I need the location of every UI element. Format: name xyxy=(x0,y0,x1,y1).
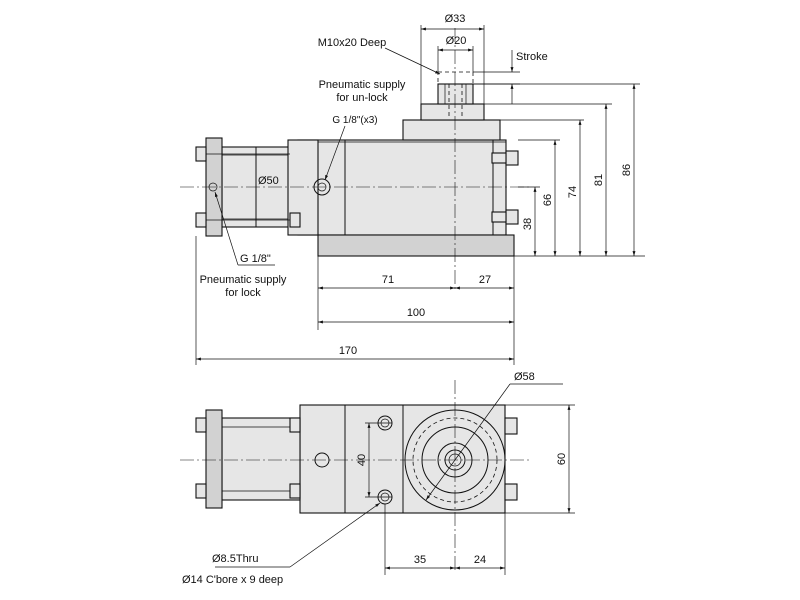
top-view xyxy=(180,380,530,570)
tie-rod-nut-right xyxy=(289,212,301,228)
top-nut-4 xyxy=(289,483,301,499)
main-body xyxy=(297,139,507,236)
dim-35: 35 xyxy=(414,554,426,566)
dim-dia50: Ø50 xyxy=(258,175,279,187)
dim-71: 71 xyxy=(382,274,394,286)
dimensions: Ø33 Ø20 M10x20 Deep Stroke Pneumatic sup… xyxy=(182,13,645,586)
tie-rod-nut-top xyxy=(195,146,207,162)
label-unlock-1: Pneumatic supply xyxy=(319,79,406,91)
label-lock-1: Pneumatic supply xyxy=(200,274,287,286)
base-plate xyxy=(317,234,515,257)
label-thru: Ø8.5Thru xyxy=(212,553,258,565)
dim-100: 100 xyxy=(407,307,425,319)
top-nut-1 xyxy=(195,417,207,433)
boss xyxy=(402,119,501,141)
label-g18x3: G 1/8"(x3) xyxy=(332,115,377,126)
dim-74: 74 xyxy=(567,186,579,198)
top-pin-top xyxy=(504,417,518,435)
inner-pin-bottom xyxy=(491,211,507,223)
dim-170: 170 xyxy=(339,345,357,357)
front-view xyxy=(180,28,530,290)
piston-rod xyxy=(437,83,474,105)
label-g18: G 1/8" xyxy=(240,253,271,265)
inner-pin-top xyxy=(491,152,507,164)
dim-40: 40 xyxy=(356,454,368,466)
top-pin-bottom xyxy=(504,483,518,501)
top-end-cap xyxy=(205,409,223,509)
label-unlock-2: for un-lock xyxy=(336,92,388,104)
right-pin-top xyxy=(505,150,519,166)
dim-66: 66 xyxy=(542,194,554,206)
tie-rod-nut-bottom xyxy=(195,212,207,228)
shoulder xyxy=(420,103,485,121)
dim-dia58: Ø58 xyxy=(514,371,535,383)
dim-27: 27 xyxy=(479,274,491,286)
dim-dia20: Ø20 xyxy=(446,35,467,47)
top-cylinder-barrel xyxy=(221,417,301,501)
dim-24: 24 xyxy=(474,554,486,566)
label-lock-2: for lock xyxy=(225,287,261,299)
dim-86: 86 xyxy=(621,164,633,176)
dim-38: 38 xyxy=(522,218,534,230)
dim-81: 81 xyxy=(593,174,605,186)
label-cbore: Ø14 C'bore x 9 deep xyxy=(182,574,283,586)
right-pin-bottom xyxy=(505,209,519,225)
label-stroke: Stroke xyxy=(516,51,548,63)
top-nut-2 xyxy=(195,483,207,499)
dim-60: 60 xyxy=(556,453,568,465)
top-nut-3 xyxy=(289,417,301,433)
label-m10: M10x20 Deep xyxy=(318,37,387,49)
dim-dia33: Ø33 xyxy=(445,13,466,25)
stroke-extension xyxy=(437,71,474,85)
